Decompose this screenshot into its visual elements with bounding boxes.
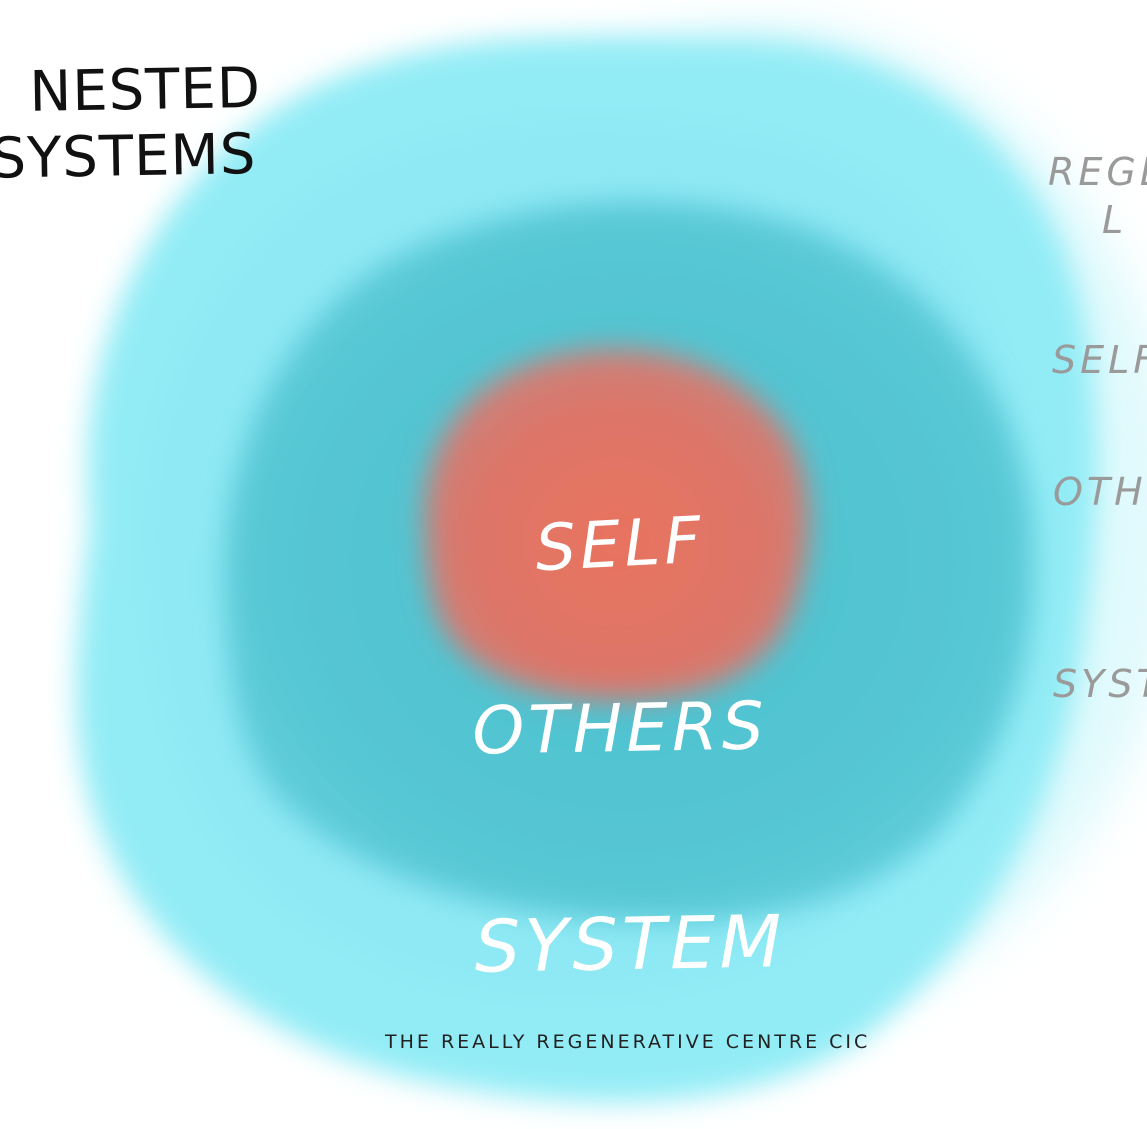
self-label: SELF bbox=[533, 503, 707, 587]
diagram-title: NESTED SYSTEMS bbox=[0, 55, 291, 192]
others-label: OTHERS bbox=[471, 687, 769, 770]
side-fragment-oth: OTH bbox=[1053, 470, 1147, 514]
side-fragment-l: L bbox=[1102, 198, 1128, 242]
title-line-1: NESTED bbox=[28, 55, 262, 125]
credit-line: THE REALLY REGENERATIVE CENTRE CIC bbox=[385, 1031, 871, 1053]
title-line-2: SYSTEMS bbox=[0, 121, 257, 192]
system-label: SYSTEM bbox=[473, 899, 787, 989]
side-fragment-self: SELF bbox=[1052, 338, 1147, 382]
self-core bbox=[424, 348, 809, 700]
side-fragment-rege: REGE bbox=[1048, 150, 1147, 194]
side-fragment-syst: SYST bbox=[1053, 662, 1147, 706]
